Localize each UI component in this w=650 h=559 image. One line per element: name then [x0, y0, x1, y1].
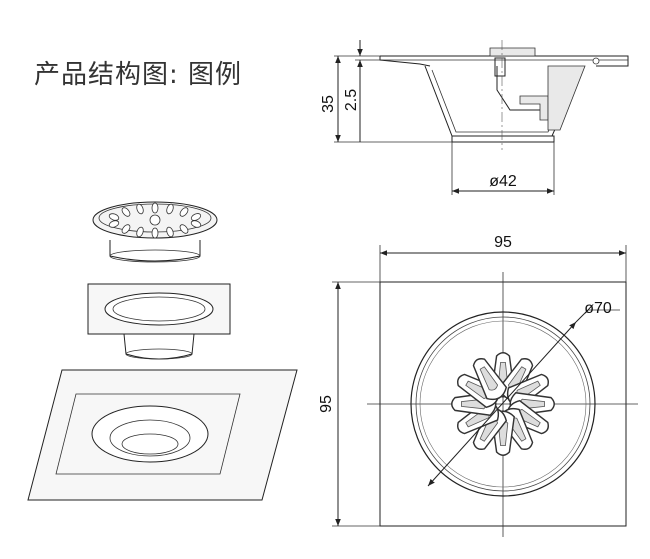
diagram-title: 产品结构图: 图例 [34, 60, 243, 90]
flange-2-5-label: 2.5 [343, 89, 360, 111]
height-35-label: 35 [320, 95, 337, 113]
width-95-label: 95 [494, 234, 512, 251]
height-95-label: 95 [318, 395, 335, 413]
exploded-view [27, 201, 298, 501]
side-section-view: 35 2.5 ø42 [320, 40, 629, 195]
grate-diameter-label: ø70 [584, 300, 612, 317]
top-view: ø70 95 95 [318, 234, 638, 537]
outlet-diameter-label: ø42 [489, 173, 517, 190]
grate-slots [108, 202, 202, 239]
